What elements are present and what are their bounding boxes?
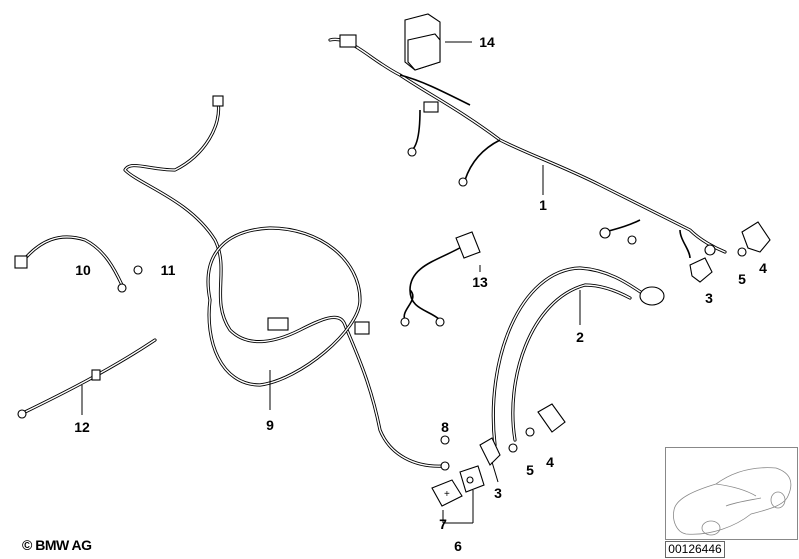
callout-11: 11 bbox=[160, 262, 176, 278]
wiring-harness-1[interactable] bbox=[328, 34, 727, 259]
callout-12: 12 bbox=[74, 419, 90, 435]
nut-11[interactable] bbox=[133, 265, 143, 275]
terminal-3-lower[interactable] bbox=[479, 437, 501, 466]
cable-12[interactable] bbox=[17, 338, 157, 419]
callout-14: 14 bbox=[479, 34, 495, 50]
cap-4-lower[interactable] bbox=[537, 403, 566, 433]
cable-10[interactable] bbox=[14, 235, 127, 293]
callout-3-upper: 3 bbox=[705, 290, 713, 306]
callout-4-upper: 4 bbox=[759, 260, 767, 276]
car-outline-icon bbox=[673, 467, 792, 536]
callout-9: 9 bbox=[266, 417, 274, 433]
fuse-box-14[interactable] bbox=[404, 13, 441, 71]
nut-5-lower[interactable] bbox=[525, 427, 535, 437]
cover-7[interactable]: + bbox=[431, 479, 463, 507]
cap-4-upper[interactable] bbox=[741, 221, 771, 253]
nut-8[interactable] bbox=[440, 435, 450, 445]
callout-8: 8 bbox=[441, 419, 449, 435]
callout-6: 6 bbox=[454, 538, 462, 554]
callout-2: 2 bbox=[576, 329, 584, 345]
callout-1: 1 bbox=[539, 197, 547, 213]
vehicle-thumbnail bbox=[665, 447, 798, 540]
callout-7: 7 bbox=[439, 516, 447, 532]
callout-5-lower: 5 bbox=[526, 462, 534, 478]
callout-5-upper: 5 bbox=[738, 271, 746, 287]
callout-3-lower: 3 bbox=[494, 485, 502, 501]
copyright-text: © BMW AG bbox=[22, 537, 92, 553]
svg-text:+: + bbox=[444, 489, 450, 500]
cover-6[interactable] bbox=[459, 465, 485, 493]
battery-cable-2[interactable] bbox=[491, 266, 665, 453]
leader-lines bbox=[81, 41, 581, 524]
callout-4-lower: 4 bbox=[546, 454, 554, 470]
battery-cable-9[interactable] bbox=[123, 95, 450, 471]
terminal-3-upper[interactable] bbox=[689, 257, 713, 283]
callout-13: 13 bbox=[472, 274, 488, 290]
diagram-number: 00126446 bbox=[665, 541, 725, 558]
sensor-cable-13[interactable] bbox=[400, 231, 481, 327]
callout-10: 10 bbox=[75, 262, 91, 278]
nut-5-upper[interactable] bbox=[737, 247, 747, 257]
